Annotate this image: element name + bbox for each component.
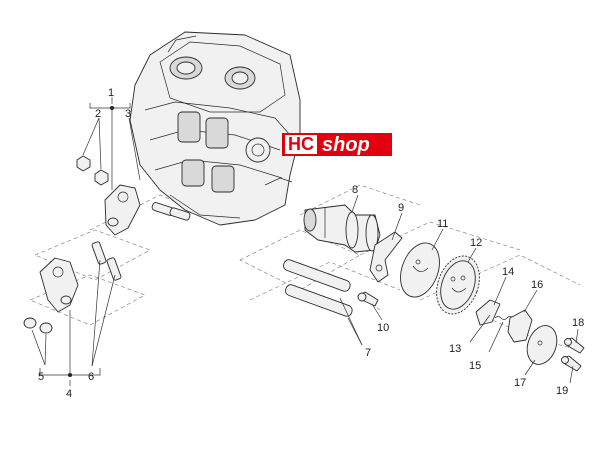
callout-9: 9 (398, 202, 404, 214)
rocker-shafts (283, 259, 353, 317)
callout-12: 12 (470, 237, 482, 249)
callout-7: 7 (365, 347, 371, 359)
callout-13: 13 (449, 343, 461, 355)
decompressor-spring (494, 316, 514, 320)
callout-11: 11 (437, 218, 448, 230)
callout-numbers: 1 2 3 4 5 6 7 8 9 10 11 12 13 14 15 16 1… (38, 87, 584, 400)
rocker-arm-upper (104, 184, 141, 236)
callout-18: 18 (572, 317, 584, 329)
hc-shop-logo: HC shop (282, 133, 392, 156)
callout-3: 3 (125, 108, 131, 120)
rocker-shaft-pins (151, 202, 191, 221)
decompressor-lever (475, 299, 501, 326)
callout-10: 10 (377, 322, 389, 334)
timing-gear (436, 255, 480, 315)
callout-19: 19 (556, 385, 568, 397)
cylinder-head (129, 31, 301, 226)
decompressor-plate (369, 231, 403, 283)
callout-14: 14 (502, 266, 514, 278)
callout-5: 5 (38, 371, 44, 383)
callout-16: 16 (531, 279, 543, 291)
adjuster-screws (91, 241, 122, 281)
logo-shop-text: shop (322, 133, 370, 156)
cam-disc (400, 242, 440, 298)
callout-4: 4 (66, 388, 72, 400)
callout-6: 6 (88, 371, 94, 383)
adjuster-nuts (76, 155, 109, 186)
camshaft-bolt (357, 291, 379, 307)
callout-15: 15 (469, 360, 481, 372)
callout-17: 17 (514, 377, 526, 389)
valve-caps (23, 317, 53, 334)
plate-bolts (561, 337, 585, 372)
camshaft (303, 204, 381, 253)
counterweight (507, 309, 533, 343)
rocker-arm-lower (39, 257, 79, 313)
callout-leaders (31, 97, 579, 386)
callout-2: 2 (95, 108, 101, 120)
callout-8: 8 (352, 184, 358, 196)
logo-hc-text: HC (285, 135, 317, 154)
callout-1: 1 (108, 87, 114, 99)
gear-plate (526, 325, 558, 365)
